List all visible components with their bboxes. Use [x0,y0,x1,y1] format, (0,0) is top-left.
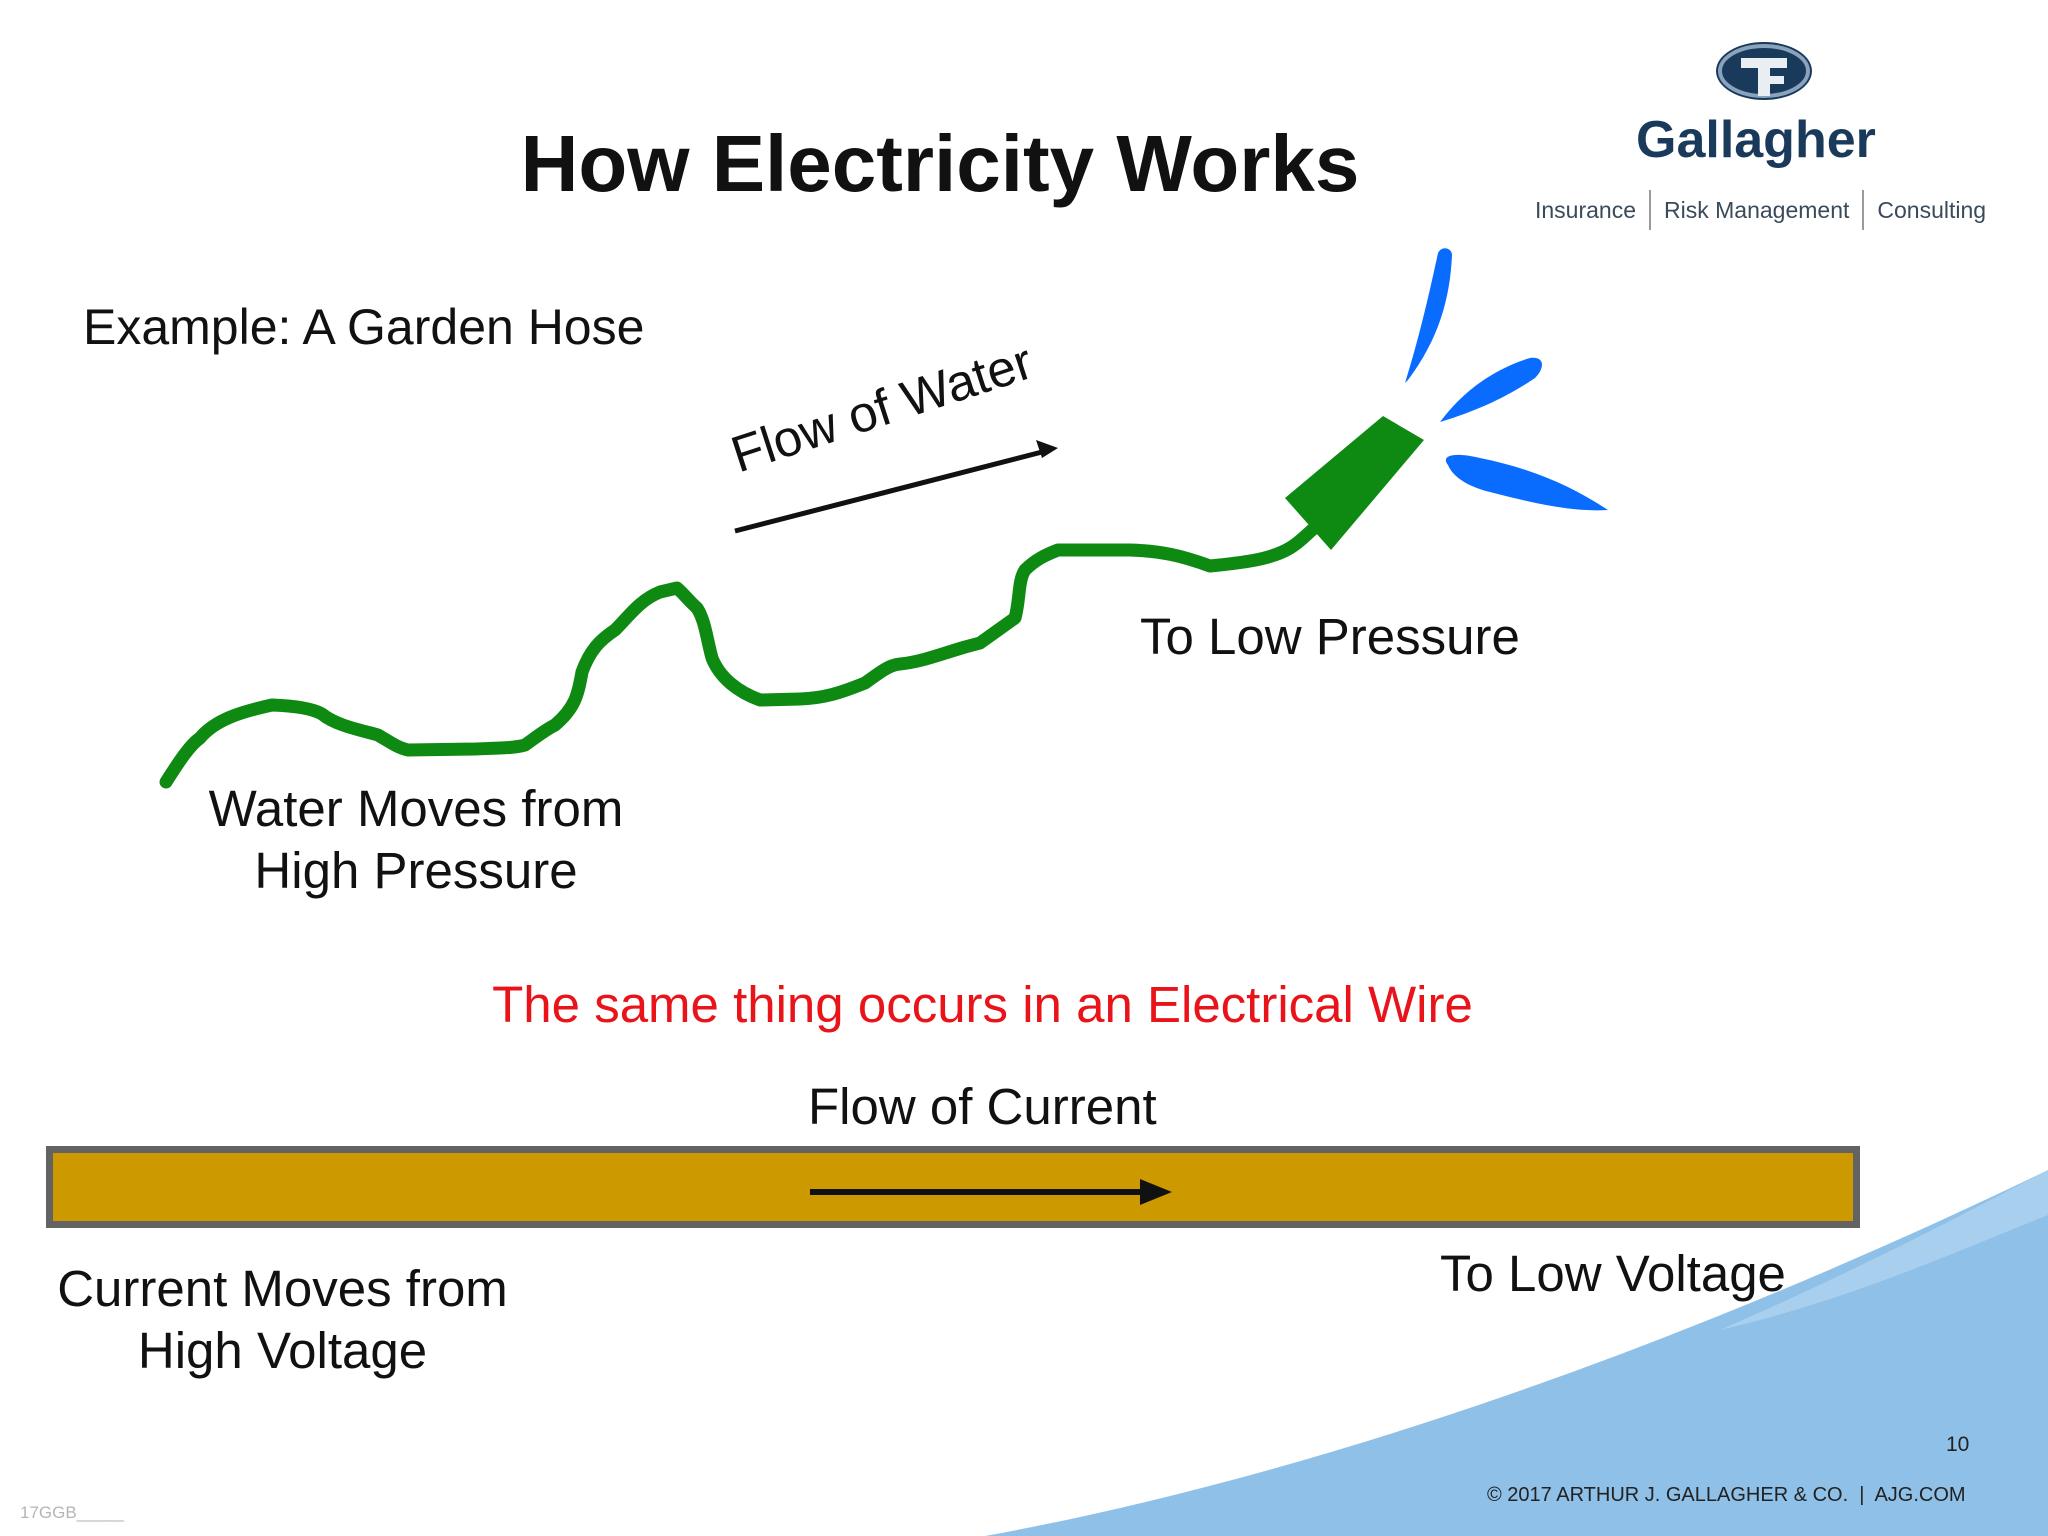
logo-tagline-consulting: Consulting [1877,196,1987,223]
gallagher-globe-icon [1716,42,1812,100]
document-code: 17GGB_____ [20,1503,124,1522]
example-label: Example: A Garden Hose [83,299,645,355]
flow-of-current-label: Flow of Current [808,1078,1157,1135]
logo-tagline-risk-management: Risk Management [1664,196,1850,223]
to-low-pressure-label: To Low Pressure [1140,608,1520,665]
page-number: 10 [1946,1433,1970,1456]
flow-of-water-arrowhead [1036,440,1058,458]
water-spray-top [1405,248,1452,383]
garden-hose [159,523,1319,789]
copyright-text: © 2017 ARTHUR J. GALLAGHER & CO. | AJG.C… [1487,1484,1966,1506]
water-spray-middle [1440,357,1542,422]
hose-nozzle [1285,416,1424,550]
to-low-voltage-label: To Low Voltage [1440,1245,1786,1302]
flow-of-water-arrow [734,449,1043,534]
logo-tagline: Insurance Risk Management Consulting [1535,190,1986,230]
transition-text: The same thing occurs in an Electrical W… [492,976,1473,1033]
electrical-wire [46,1146,1860,1228]
logo-tagline-insurance: Insurance [1535,196,1637,223]
current-source-label-text: Current Moves from High Voltage [57,1260,508,1379]
current-source-label: Current Moves from High Voltage [50,1258,515,1382]
flow-of-current-arrow [810,1179,1172,1205]
slide-title: How Electricity Works [520,119,1360,208]
tagline-divider [1862,190,1865,230]
water-source-label-text: Water Moves from High Pressure [208,780,624,899]
tagline-divider [1649,190,1652,230]
water-spray-bottom [1445,454,1608,511]
water-source-label: Water Moves from High Pressure [170,778,662,902]
gallagher-logo-text: Gallagher [1636,111,1876,169]
